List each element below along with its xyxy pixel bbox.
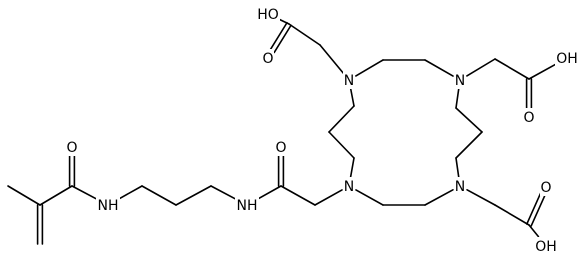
atom-label-o-a1-co: O bbox=[262, 51, 273, 67]
single-bond bbox=[141, 185, 177, 206]
atom-label-background bbox=[66, 138, 78, 156]
single-bond bbox=[349, 87, 355, 107]
atom-label-n-amide2: NH bbox=[237, 198, 258, 214]
single-bond bbox=[314, 189, 343, 206]
atom-label-o-a2-oh: OH bbox=[556, 51, 578, 67]
atom-label-background bbox=[262, 49, 274, 67]
atom-label-background bbox=[454, 71, 466, 89]
single-bond bbox=[494, 204, 530, 226]
atom-label-o-ma: O bbox=[66, 140, 77, 156]
atom-label-n-br: N bbox=[455, 179, 465, 195]
atom-label-o-a3-oh: OH bbox=[535, 239, 557, 255]
single-bond bbox=[328, 131, 355, 159]
atom-label-background bbox=[343, 177, 355, 195]
single-bond bbox=[424, 189, 454, 206]
atom-label-background bbox=[96, 196, 120, 214]
single-bond bbox=[455, 157, 460, 179]
bond-layer bbox=[7, 18, 558, 245]
atom-label-o-a1-oh: HO bbox=[257, 7, 279, 23]
atom-label-background bbox=[454, 177, 466, 195]
single-bond bbox=[7, 185, 41, 206]
single-bond bbox=[494, 58, 530, 80]
atom-label-o-gly: O bbox=[275, 140, 286, 156]
single-bond bbox=[39, 185, 73, 206]
atom-label-background bbox=[343, 71, 355, 89]
atom-label-o-a3-co: O bbox=[540, 180, 551, 196]
atom-label-background bbox=[555, 49, 579, 67]
double-bond-line bbox=[269, 21, 288, 51]
single-bond bbox=[466, 58, 496, 77]
single-bond bbox=[288, 23, 321, 46]
single-bond bbox=[280, 185, 316, 206]
single-bond bbox=[175, 185, 212, 206]
single-bond bbox=[349, 157, 355, 179]
double-bond-line bbox=[526, 192, 542, 225]
single-bond bbox=[319, 44, 345, 75]
atom-label-n-tr: N bbox=[455, 73, 465, 89]
atom-label-n-bl: N bbox=[344, 179, 354, 195]
single-bond bbox=[455, 107, 483, 133]
atom-label-background bbox=[540, 178, 552, 196]
double-bond-line bbox=[273, 24, 292, 54]
atom-label-background bbox=[256, 5, 280, 23]
atom-label-background bbox=[534, 237, 558, 255]
single-bond bbox=[466, 189, 496, 206]
single-bond bbox=[528, 63, 558, 80]
single-bond bbox=[71, 185, 99, 201]
single-bond bbox=[424, 59, 454, 77]
single-bond bbox=[528, 224, 540, 238]
single-bond bbox=[117, 185, 143, 200]
atom-label-n-amide1: NH bbox=[98, 198, 119, 214]
atom-label-background bbox=[235, 196, 259, 214]
atom-label-o-a2-co: O bbox=[523, 110, 534, 126]
atom-label-n-tl: N bbox=[344, 73, 354, 89]
single-bond bbox=[455, 87, 460, 109]
atom-label-background bbox=[523, 108, 535, 126]
single-bond bbox=[355, 189, 384, 206]
single-bond bbox=[256, 185, 282, 200]
single-bond bbox=[328, 105, 355, 133]
single-bond bbox=[455, 131, 483, 159]
single-bond bbox=[355, 59, 384, 77]
atom-label-background bbox=[275, 138, 287, 156]
double-bond-line bbox=[530, 194, 546, 227]
single-bond bbox=[210, 185, 238, 201]
